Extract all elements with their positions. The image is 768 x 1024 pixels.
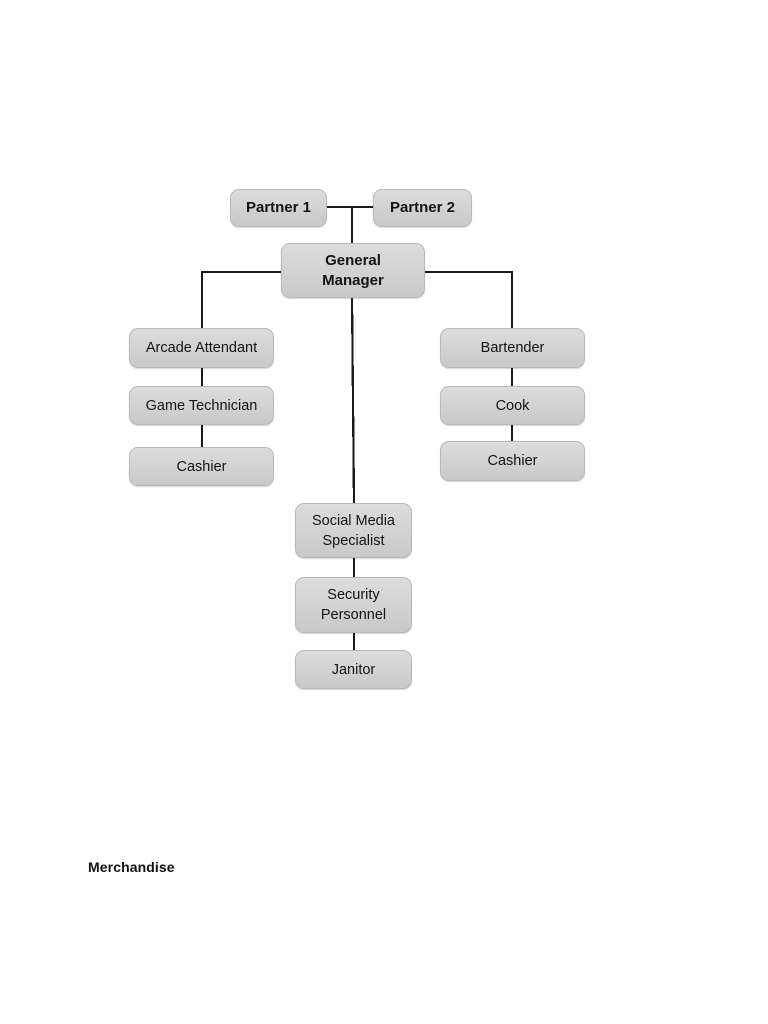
node-cashier-left[interactable]: Cashier — [129, 447, 274, 486]
connector-gm-to-right-branch — [425, 270, 514, 328]
node-game-technician[interactable]: Game Technician — [129, 386, 274, 425]
node-janitor[interactable]: Janitor — [295, 650, 412, 689]
node-general-manager[interactable]: General Manager — [281, 243, 425, 298]
node-cashier-left-label: Cashier — [176, 458, 227, 475]
node-arcade-attendant[interactable]: Arcade Attendant — [129, 328, 274, 368]
node-bartender-label: Bartender — [480, 340, 545, 356]
node-social-media-specialist-label: Social Media Specialist — [311, 512, 395, 549]
node-janitor-label: Janitor — [331, 661, 376, 678]
node-security-personnel[interactable]: Security Personnel — [295, 577, 412, 633]
connector-gm-to-left-branch — [200, 270, 281, 328]
node-general-manager-label: General Manager — [322, 251, 384, 289]
node-partner-2-label: Partner 2 — [389, 199, 456, 216]
node-partner-2[interactable]: Partner 2 — [373, 189, 472, 227]
node-partner-1-label: Partner 1 — [245, 199, 312, 216]
node-bartender[interactable]: Bartender — [440, 328, 585, 368]
node-social-media-specialist[interactable]: Social Media Specialist — [295, 503, 412, 558]
node-partner-1[interactable]: Partner 1 — [230, 189, 327, 227]
connector-gm-to-center-branch — [350, 297, 356, 504]
node-cook[interactable]: Cook — [440, 386, 585, 425]
node-game-technician-label: Game Technician — [145, 397, 258, 414]
node-arcade-attendant-label: Arcade Attendant — [145, 340, 258, 356]
node-cashier-right[interactable]: Cashier — [440, 441, 585, 481]
node-cook-label: Cook — [495, 397, 530, 414]
node-cashier-right-label: Cashier — [487, 453, 538, 469]
node-security-personnel-label: Security Personnel — [320, 587, 387, 623]
footer-heading: Merchandise — [88, 859, 175, 875]
